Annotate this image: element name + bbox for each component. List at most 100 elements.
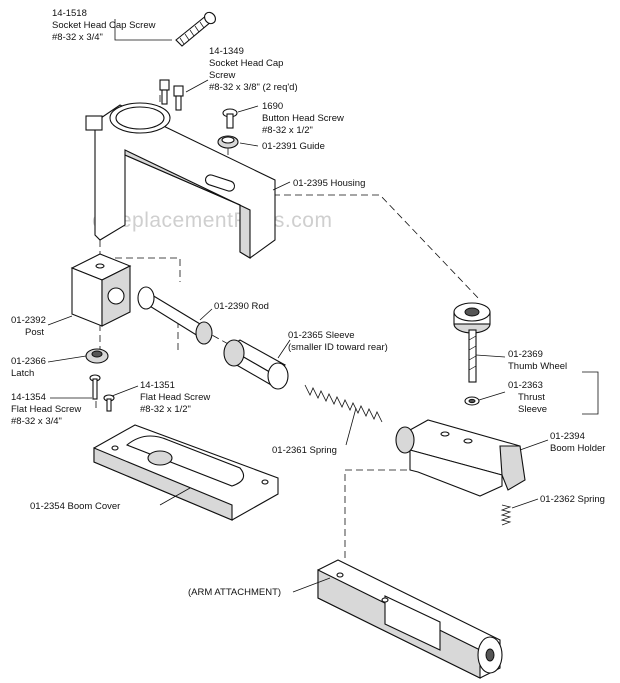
svg-text:1690: 1690 <box>262 101 283 112</box>
label-line: Latch <box>11 368 34 379</box>
guide-01-2391 <box>217 135 239 149</box>
svg-text:01-2395 Housing: 01-2395 Housing <box>293 178 365 189</box>
svg-text:01-2394: 01-2394 <box>550 431 585 442</box>
svg-text:(smaller ID toward rear): (smaller ID toward rear) <box>288 342 388 353</box>
svg-text:01-2390 Rod: 01-2390 Rod <box>214 301 269 312</box>
label-01-2361: 01-2361 Spring <box>272 445 337 456</box>
latch-01-2366 <box>85 348 109 364</box>
label-line: 01-2365 Sleeve <box>288 330 355 341</box>
label-line: 14-1354 <box>11 392 46 403</box>
label-line: Boom Holder <box>550 443 605 454</box>
label-line: 01-2361 Spring <box>272 445 337 456</box>
label-line: #8-32 x 3/4" <box>11 416 62 427</box>
label-line: Screw <box>209 70 236 81</box>
spring-01-2362 <box>500 504 512 526</box>
svg-text:Boom Holder: Boom Holder <box>550 443 605 454</box>
socket-head-cap-screws-14-1349 <box>159 79 184 111</box>
label-line: #8-32 x 1/2" <box>262 125 313 136</box>
label-line: 14-1351 <box>140 380 175 391</box>
label-line: 01-2394 <box>550 431 585 442</box>
label-line: 1690 <box>262 101 283 112</box>
label-line: (ARM ATTACHMENT) <box>188 587 281 598</box>
label-01-2369: 01-2369 Thumb Wheel <box>508 349 567 372</box>
label-line: Socket Head Cap Screw <box>52 20 156 31</box>
label-01-2391: 01-2391 Guide <box>262 141 325 152</box>
svg-text:14-1518: 14-1518 <box>52 8 87 19</box>
svg-text:Sleeve: Sleeve <box>518 404 547 415</box>
svg-text:#8-32 x 1/2": #8-32 x 1/2" <box>262 125 313 136</box>
label-line: 01-2390 Rod <box>214 301 269 312</box>
label-line: Thrust <box>518 392 545 403</box>
label-1690: 1690 Button Head Screw #8-32 x 1/2" <box>262 101 344 136</box>
label-14-1351: 14-1351 Flat Head Screw #8-32 x 1/2" <box>140 380 210 415</box>
label-01-2366: 01-2366 Latch <box>11 356 46 379</box>
watermark: eReplacementParts.com <box>92 209 332 232</box>
label-14-1349: 14-1349 Socket Head Cap Screw #8-32 x 3/… <box>209 46 298 93</box>
boom-cover-01-2354 <box>93 424 279 521</box>
svg-text:01-2363: 01-2363 <box>508 380 543 391</box>
boom-holder-01-2394 <box>395 419 526 497</box>
label-line: 14-1518 <box>52 8 87 19</box>
label-line: Thumb Wheel <box>508 361 567 372</box>
label-line: #8-32 x 3/8" (2 req'd) <box>209 82 298 93</box>
label-line: 01-2362 Spring <box>540 494 605 505</box>
svg-text:Button Head Screw: Button Head Screw <box>262 113 344 124</box>
label-01-2390: 01-2390 Rod <box>214 301 269 312</box>
label-01-2365: 01-2365 Sleeve (smaller ID toward rear) <box>288 330 388 353</box>
svg-text:01-2354 Boom Cover: 01-2354 Boom Cover <box>30 501 120 512</box>
svg-text:Thrust: Thrust <box>518 392 545 403</box>
svg-text:#8-32 x 3/4": #8-32 x 3/4" <box>52 32 103 43</box>
label-line: 01-2392 <box>11 315 46 326</box>
svg-text:01-2391 Guide: 01-2391 Guide <box>262 141 325 152</box>
flat-head-screw-14-1351 <box>103 394 115 412</box>
svg-text:#8-32 x 1/2": #8-32 x 1/2" <box>140 404 191 415</box>
label-line: 01-2354 Boom Cover <box>30 501 120 512</box>
socket-head-cap-screw-14-1518 <box>175 11 216 47</box>
housing-01-2395 <box>85 102 276 259</box>
label-01-2362: 01-2362 Spring <box>540 494 605 505</box>
spring-01-2361 <box>304 384 383 423</box>
label-line: #8-32 x 1/2" <box>140 404 191 415</box>
label-line: (smaller ID toward rear) <box>288 342 388 353</box>
svg-text:Thumb Wheel: Thumb Wheel <box>508 361 567 372</box>
label-line: Button Head Screw <box>262 113 344 124</box>
label-line: #8-32 x 3/4" <box>52 32 103 43</box>
label-line: Flat Head Screw <box>11 404 81 415</box>
svg-text:Latch: Latch <box>11 368 34 379</box>
label-line: 01-2395 Housing <box>293 178 365 189</box>
svg-text:01-2392: 01-2392 <box>11 315 46 326</box>
label-line: Socket Head Cap <box>209 58 283 69</box>
label-line: 14-1349 <box>209 46 244 57</box>
svg-text:#8-32 x 3/4": #8-32 x 3/4" <box>11 416 62 427</box>
label-line: Post <box>25 327 44 338</box>
svg-text:01-2365 Sleeve: 01-2365 Sleeve <box>288 330 355 341</box>
rod-01-2390 <box>137 286 213 345</box>
svg-text:14-1351: 14-1351 <box>140 380 175 391</box>
svg-text:Flat Head Screw: Flat Head Screw <box>11 404 81 415</box>
post-01-2392 <box>70 253 132 327</box>
label-line: Sleeve <box>518 404 547 415</box>
svg-text:Screw: Screw <box>209 70 236 81</box>
label-14-1518: 14-1518 Socket Head Cap Screw #8-32 x 3/… <box>52 8 156 43</box>
svg-text:14-1354: 14-1354 <box>11 392 46 403</box>
svg-text:#8-32 x 3/8" (2 req'd): #8-32 x 3/8" (2 req'd) <box>209 82 298 93</box>
label-01-2392: 01-2392 Post <box>11 315 46 338</box>
svg-text:Post: Post <box>25 327 44 338</box>
label-01-2363: 01-2363 Thrust Sleeve <box>508 380 547 415</box>
sleeve-01-2365 <box>223 339 289 390</box>
svg-text:Socket Head Cap Screw: Socket Head Cap Screw <box>52 20 156 31</box>
label-line: 01-2391 Guide <box>262 141 325 152</box>
svg-text:Flat Head Screw: Flat Head Screw <box>140 392 210 403</box>
arm-attachment <box>317 559 503 679</box>
svg-text:01-2362 Spring: 01-2362 Spring <box>540 494 605 505</box>
label-14-1354: 14-1354 Flat Head Screw #8-32 x 3/4" <box>11 392 81 427</box>
svg-text:01-2369: 01-2369 <box>508 349 543 360</box>
svg-text:Socket Head Cap: Socket Head Cap <box>209 58 283 69</box>
label-01-2395: 01-2395 Housing <box>293 178 365 189</box>
svg-text:(ARM ATTACHMENT): (ARM ATTACHMENT) <box>188 587 281 598</box>
button-head-screw-1690 <box>222 108 238 129</box>
thrust-sleeve-01-2363 <box>464 396 480 406</box>
thumb-wheel-01-2369 <box>453 302 491 383</box>
label-line: 01-2366 <box>11 356 46 367</box>
